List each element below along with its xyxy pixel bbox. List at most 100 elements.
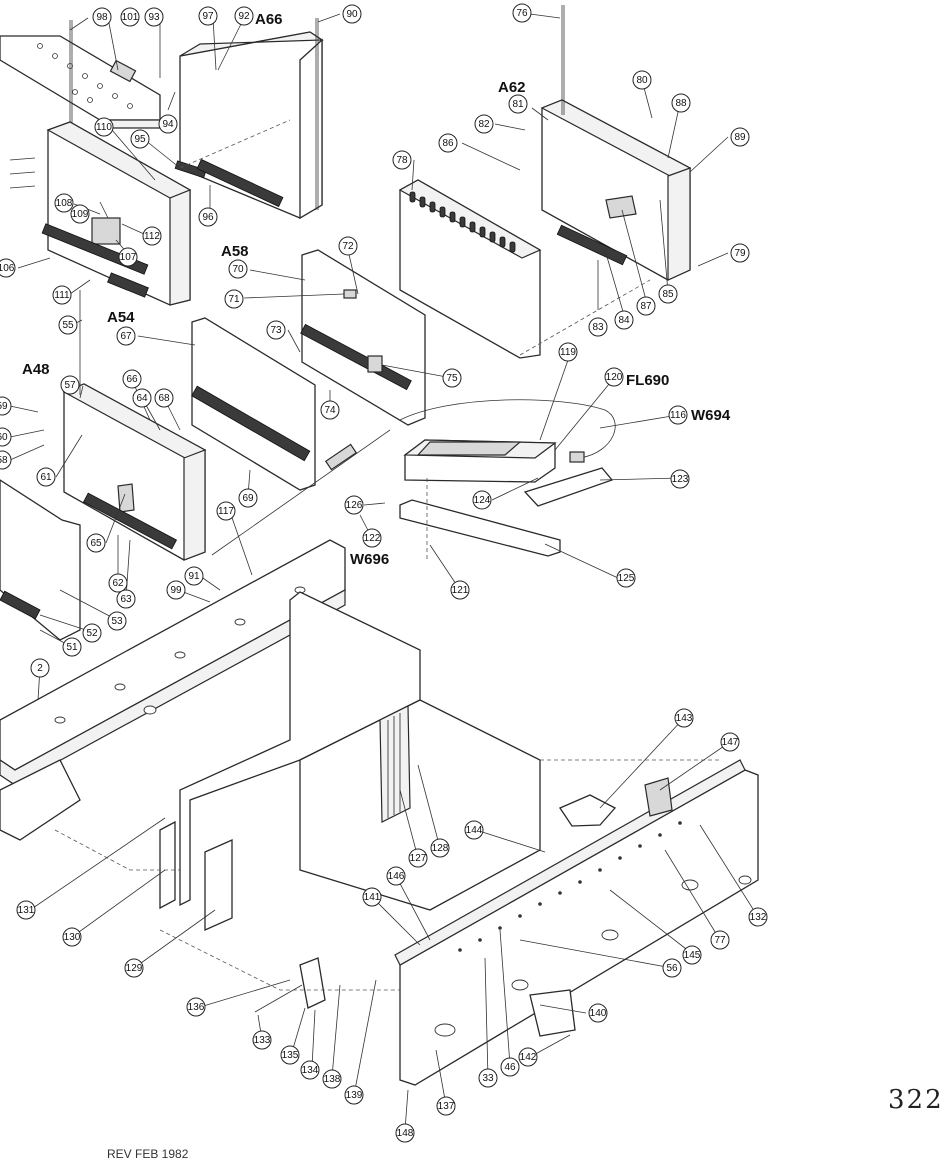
callout-number: 86 — [442, 138, 454, 149]
callout-number: 109 — [72, 209, 89, 220]
callout-number: 120 — [606, 372, 623, 383]
label-a66: A66 — [255, 11, 283, 28]
callout-number: 98 — [96, 12, 108, 23]
callout-number: 2 — [37, 663, 43, 674]
a62-cover-plate — [398, 179, 542, 359]
callout-number: 58 — [0, 455, 8, 466]
callout-number: 116 — [670, 410, 686, 421]
callout-108: 108 — [54, 193, 74, 213]
callout-142: 142 — [518, 1047, 538, 1067]
callout-number: 145 — [684, 950, 701, 961]
callout-60: 60 — [0, 427, 12, 447]
callout-number: 52 — [86, 628, 98, 639]
callout-number: 90 — [346, 9, 358, 20]
callout-57: 57 — [60, 375, 80, 395]
callout-125: 125 — [616, 568, 636, 588]
callout-127: 127 — [408, 848, 428, 868]
callout-92: 92 — [234, 6, 254, 26]
w696-cable — [211, 429, 391, 556]
callout-number: 142 — [520, 1052, 537, 1063]
callout-144: 144 — [464, 820, 484, 840]
callout-number: 57 — [64, 380, 76, 391]
callout-number: 107 — [120, 252, 137, 263]
callout-number: 56 — [666, 963, 678, 974]
callout-148: 148 — [395, 1123, 415, 1143]
label-a62: A62 — [498, 79, 526, 96]
callout-70: 70 — [228, 259, 248, 279]
callout-120: 120 — [604, 367, 624, 387]
callout-number: 80 — [636, 75, 648, 86]
callout-number: 146 — [388, 871, 405, 882]
callout-number: 148 — [397, 1128, 414, 1139]
callout-51: 51 — [62, 637, 82, 657]
callout-number: 71 — [228, 294, 240, 305]
callout-number: 130 — [64, 932, 81, 943]
callout-number: 95 — [134, 134, 146, 145]
callout-number: 131 — [18, 905, 35, 916]
callout-84: 84 — [614, 310, 634, 330]
callout-116: 116 — [668, 405, 688, 425]
callout-141: 141 — [362, 887, 382, 907]
callout-96: 96 — [198, 207, 218, 227]
callout-number: 83 — [592, 322, 604, 333]
callout-71: 71 — [224, 289, 244, 309]
callout-number: 79 — [734, 248, 746, 259]
callout-number: 84 — [618, 315, 630, 326]
callout-number: 62 — [112, 578, 124, 589]
callout-number: 81 — [512, 99, 524, 110]
callout-number: 55 — [62, 320, 74, 331]
callout-number: 60 — [0, 432, 8, 443]
a54-board — [191, 317, 316, 491]
callout-number: 78 — [396, 155, 408, 166]
callout-133: 133 — [252, 1030, 272, 1050]
callout-number: 117 — [218, 506, 234, 517]
callout-64: 64 — [132, 388, 152, 408]
callout-55: 55 — [58, 315, 78, 335]
callout-number: 135 — [282, 1050, 299, 1061]
callout-128: 128 — [430, 838, 450, 858]
callout-134: 134 — [300, 1060, 320, 1080]
callout-number: 96 — [202, 212, 214, 223]
callout-number: 127 — [410, 853, 427, 864]
a58-board — [300, 249, 426, 426]
callout-number: 110 — [96, 122, 112, 133]
label-fl690: FL690 — [626, 372, 669, 389]
callout-139: 139 — [344, 1085, 364, 1105]
callout-46: 46 — [500, 1057, 520, 1077]
callout-66: 66 — [122, 369, 142, 389]
left-lower-module — [0, 479, 81, 641]
callout-number: 137 — [438, 1101, 455, 1112]
callout-90: 90 — [342, 4, 362, 24]
callout-121: 121 — [450, 580, 470, 600]
callout-89: 89 — [730, 127, 750, 147]
callout-73: 73 — [266, 320, 286, 340]
callout-number: 89 — [734, 132, 746, 143]
page-number: 322 — [888, 1085, 944, 1115]
callout-number: 85 — [662, 289, 674, 300]
label-a58: A58 — [221, 243, 249, 260]
callout-number: 72 — [342, 241, 354, 252]
callout-126: 126 — [344, 495, 364, 515]
callout-number: 121 — [452, 585, 469, 596]
latch-assembly — [254, 957, 326, 1013]
callout-number: 82 — [478, 119, 490, 130]
left-upper-module — [41, 121, 192, 306]
callout-63: 63 — [116, 589, 136, 609]
callout-number: 126 — [346, 500, 363, 511]
a48-module — [62, 290, 207, 561]
callout-87: 87 — [636, 296, 656, 316]
callout-number: 93 — [148, 12, 160, 23]
callout-number: 51 — [66, 642, 78, 653]
callout-number: 133 — [254, 1035, 271, 1046]
callout-number: 88 — [675, 98, 687, 109]
callout-number: 125 — [618, 573, 635, 584]
callout-145: 145 — [682, 945, 702, 965]
callout-number: 74 — [324, 405, 336, 416]
callout-52: 52 — [82, 623, 102, 643]
callout-number: 91 — [188, 571, 200, 582]
callout-83: 83 — [588, 317, 608, 337]
assembly-labels: A66 A62 A58 A54 A48 FL690 W694 W696 — [22, 11, 731, 568]
callout-number: 69 — [242, 493, 254, 504]
